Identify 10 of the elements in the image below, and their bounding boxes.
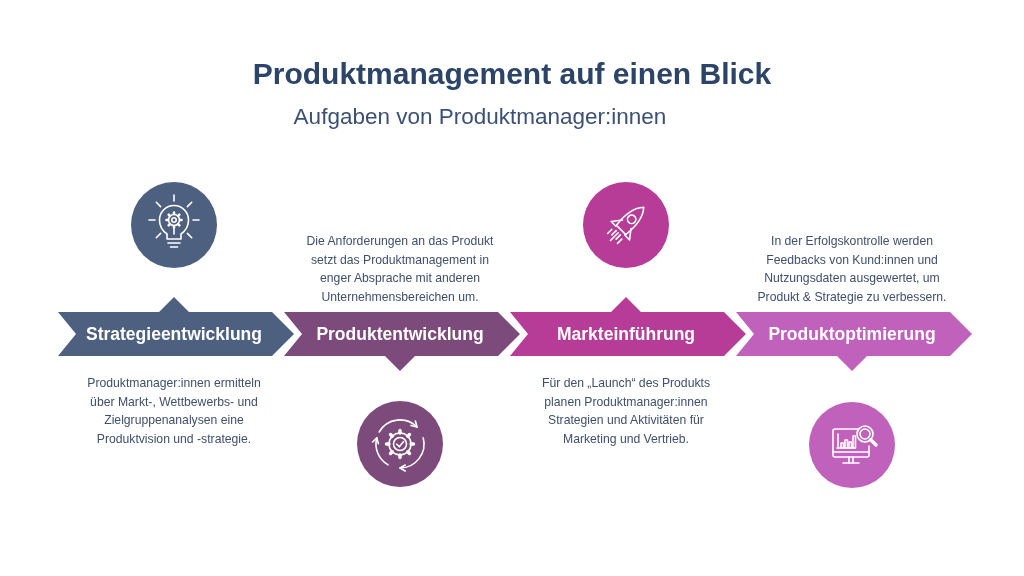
stage-description: Produktmanager:innen ermitteln über Markt-, Wettbewerbs- und Zielgruppenanalysen eine Produktvision und -strategie. bbox=[86, 375, 262, 448]
stage-label: Markteinführung bbox=[556, 323, 696, 345]
stage-label: Produktentwicklung bbox=[316, 323, 484, 345]
stage-label: Produktoptimierung bbox=[768, 323, 936, 345]
stage-description: Die Anforderungen an das Produkt setzt das Produktmanagement in enger Absprache mit anderen Unternehmensbereichen um. bbox=[305, 233, 495, 306]
subtitle: Aufgaben von Produktmanager:innen bbox=[293, 104, 667, 130]
stage-label: Strategieentwicklung bbox=[86, 323, 262, 345]
stage-description: Für den „Launch“ des Produkts planen Produktmanager:innen Strategien und Aktivitäten für Marketing und Vertrieb. bbox=[541, 375, 711, 448]
stage-description: In der Erfolgskontrolle werden Feedbacks von Kund:innen und Nutzungsdaten ausgewertet, um Produkt & Strategie zu verbessern. bbox=[756, 233, 948, 306]
title: Produktmanagement auf einen Blick bbox=[252, 56, 772, 91]
